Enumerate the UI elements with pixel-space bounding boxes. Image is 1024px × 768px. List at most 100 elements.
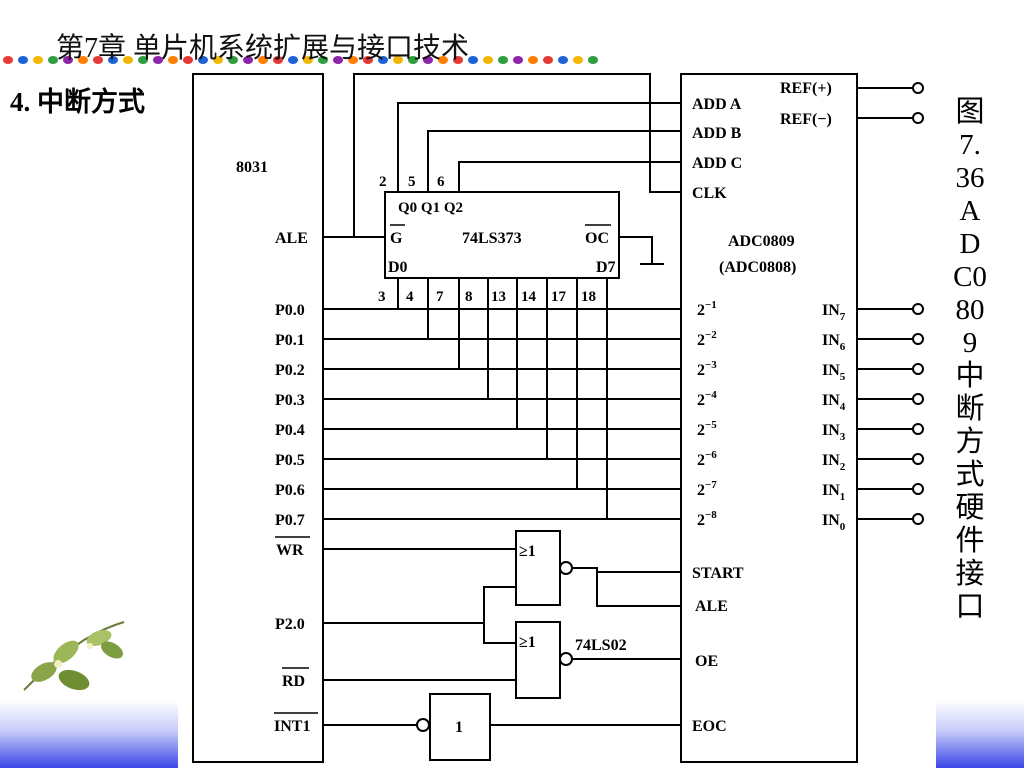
decorative-dot — [198, 56, 208, 64]
decorative-dot — [348, 56, 358, 64]
slide-title: 第7章 单片机系统扩展与接口技术 — [56, 33, 470, 64]
mcu-pin-p00: P0.0 — [275, 302, 305, 319]
mcu-name: 8031 — [236, 159, 268, 176]
adc-data-pin-label: 2−4 — [697, 389, 717, 409]
nor-gate-name: 74LS02 — [575, 637, 627, 654]
adc-pin-add-a: ADD A — [692, 96, 742, 113]
decorative-dot — [273, 56, 283, 64]
latch-bottom-pin-17: 17 — [551, 289, 567, 305]
adc-pin-clk: CLK — [692, 185, 727, 202]
adc-input-pin-label: IN2 — [822, 452, 846, 473]
latch-bottom-pin-4: 4 — [406, 289, 414, 305]
mcu-pin-p02: P0.2 — [275, 362, 305, 379]
diagram-labels: 8031 ALE P0.0 P0.1 P0.2 P0.3 P0.4 P0.5 P… — [236, 80, 832, 736]
mcu-pin-p06: P0.6 — [275, 482, 305, 499]
latch-top-pin-6: 6 — [437, 174, 445, 190]
decorative-dot — [243, 56, 253, 64]
decorative-dot — [183, 56, 193, 64]
adc-input-pin-label: IN3 — [822, 422, 846, 443]
latch-bottom-pin-3: 3 — [378, 289, 386, 305]
mcu-pin-p01: P0.1 — [275, 332, 305, 349]
adc-input-pin-label: IN4 — [822, 392, 846, 413]
adc-pin-start: START — [692, 565, 744, 582]
decorative-dot — [543, 56, 553, 64]
latch-bottom-pin-7: 7 — [436, 289, 444, 305]
mcu-pin-p20: P2.0 — [275, 616, 305, 633]
adc-alt-name: (ADC0808) — [719, 259, 796, 276]
adc-pin-add-c: ADD C — [692, 155, 742, 172]
inverter-symbol: 1 — [455, 719, 463, 736]
mcu-8031-box — [192, 73, 324, 763]
adc-name: ADC0809 — [728, 233, 795, 250]
decorative-dot — [18, 56, 28, 64]
diagram-panel — [178, 62, 936, 768]
decorative-dot — [213, 56, 223, 64]
adc-input-pin-label: IN6 — [822, 332, 846, 353]
decorative-dot — [423, 56, 433, 64]
adc-input-pin-label: IN0 — [822, 512, 846, 533]
decorative-dot — [153, 56, 163, 64]
decorative-dot — [48, 56, 58, 64]
decorative-dot — [468, 56, 478, 64]
adc-data-pin-label: 2−8 — [697, 509, 717, 529]
section-subtitle: 4. 中断方式 — [10, 87, 145, 117]
adc-pin-ale: ALE — [695, 598, 728, 615]
overbars — [274, 224, 611, 714]
decorative-dot — [378, 56, 388, 64]
decorative-dot — [168, 56, 178, 64]
latch-name: 74LS373 — [462, 230, 522, 247]
decorative-dot — [3, 56, 13, 64]
bubbles — [416, 82, 924, 732]
latch-bottom-pin-18: 18 — [581, 289, 596, 305]
decorative-dot — [228, 56, 238, 64]
decorative-dot — [318, 56, 328, 64]
latch-74ls373-box — [384, 191, 620, 279]
mcu-pin-wr: WR — [276, 542, 304, 559]
latch-bottom-pin-13: 13 — [491, 289, 506, 305]
mcu-pin-ale: ALE — [275, 230, 308, 247]
latch-top-pin-2: 2 — [379, 174, 387, 190]
decorative-dot — [513, 56, 523, 64]
mcu-pin-p04: P0.4 — [275, 422, 305, 439]
decorative-dot — [453, 56, 463, 64]
wires — [192, 73, 912, 763]
latch-oc-pin: OC — [585, 230, 609, 247]
adc-pin-oe: OE — [695, 653, 718, 670]
adc-data-pin-labels: 2−12−22−32−42−52−62−72−8 — [697, 299, 717, 529]
latch-q-outputs: Q0 Q1 Q2 — [398, 200, 463, 216]
decorative-dot — [573, 56, 583, 64]
decorative-dot — [333, 56, 343, 64]
inverter-gate — [429, 693, 491, 761]
adc-data-pin-label: 2−3 — [697, 359, 717, 379]
decorative-dot — [93, 56, 103, 64]
nor-lower-symbol: ≥1 — [519, 634, 536, 651]
adc-pin-ref-plus: REF(+) — [780, 80, 832, 97]
figure-caption: 图7.36 ADC0809 中断方式硬件接口 — [953, 96, 987, 623]
decorative-dot — [438, 56, 448, 64]
mcu-pin-int1: INT1 — [274, 718, 310, 735]
decorative-dot — [303, 56, 313, 64]
mcu-pin-p05: P0.5 — [275, 452, 305, 469]
decorative-dot — [528, 56, 538, 64]
latch-top-pin-5: 5 — [408, 174, 416, 190]
latch-d7-pin: D7 — [596, 259, 616, 276]
latch-bottom-pin-14: 14 — [521, 289, 537, 305]
adc-input-pin-label: IN5 — [822, 362, 846, 383]
mcu-pin-p03: P0.3 — [275, 392, 305, 409]
nor-upper-symbol: ≥1 — [519, 543, 536, 560]
leaf-branch-icon — [23, 621, 125, 691]
adc-data-pin-label: 2−1 — [697, 299, 717, 319]
adc-input-pin-label: IN1 — [822, 482, 845, 503]
decorative-dot — [108, 56, 118, 64]
decorative-dot — [408, 56, 418, 64]
decorative-dot — [138, 56, 148, 64]
decorative-dot — [498, 56, 508, 64]
adc-data-pin-label: 2−5 — [697, 419, 717, 439]
adc-pin-add-b: ADD B — [692, 125, 742, 142]
mcu-pin-rd: RD — [282, 673, 305, 690]
decorative-dot — [288, 56, 298, 64]
adc0809-box — [680, 73, 858, 763]
decorative-dot — [63, 56, 73, 64]
